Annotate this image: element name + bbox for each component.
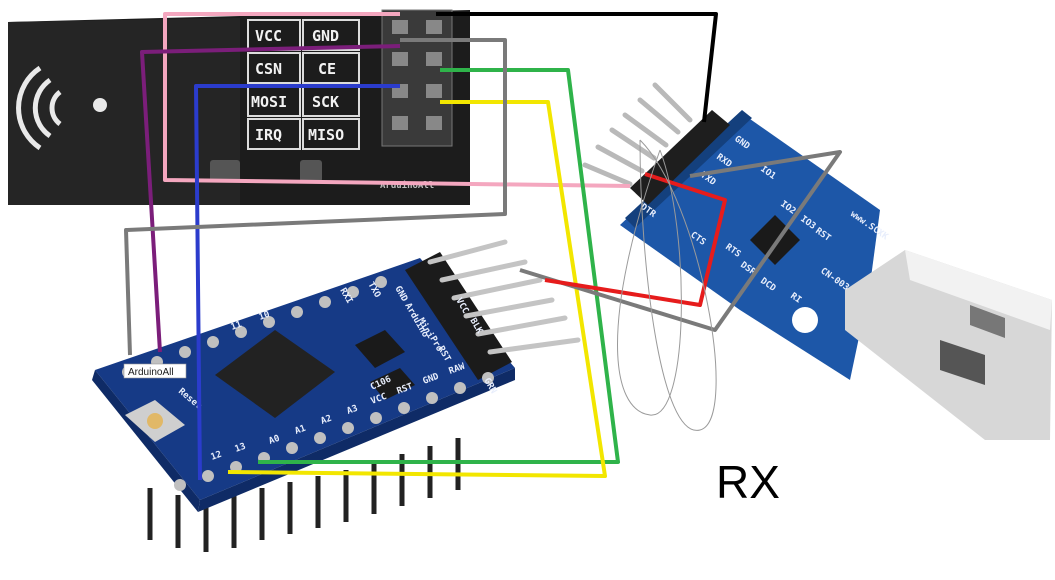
bottom-label-a0: A0 xyxy=(268,434,282,447)
mosi-wire xyxy=(194,84,400,481)
pin-label-ce: CE xyxy=(318,60,336,78)
usb-plug xyxy=(845,250,1052,440)
pin-label-13: 13 xyxy=(234,442,248,455)
watermark-text: ArduinoAll xyxy=(128,367,174,378)
wireless-dot xyxy=(93,98,107,112)
wireless-icon xyxy=(16,65,62,151)
thin-wire-loop-2 xyxy=(617,149,682,416)
bottom-label-a3: A3 xyxy=(346,404,360,417)
gray-wire xyxy=(124,38,507,356)
pin-label-sck: SCK xyxy=(312,93,339,111)
arduino-side-pins xyxy=(427,239,581,355)
arduino-pro-mini: Reset C106 Arduino Mini Pro GND RST RXI … xyxy=(92,239,581,552)
pin-label-12: 12 xyxy=(210,450,224,463)
pin-label-mosi: MOSI xyxy=(251,93,287,111)
reset-button xyxy=(125,400,185,442)
rf-board-text: ArduinoAll xyxy=(380,180,434,191)
gnd-wire xyxy=(436,12,718,123)
bottom-label-a2: A2 xyxy=(320,414,334,427)
gray-wire-adapter xyxy=(519,150,842,332)
thin-wire-loop xyxy=(639,139,717,431)
usb-header-pins xyxy=(582,82,693,187)
bottom-label-a1: A1 xyxy=(294,424,308,437)
pin-label-csn: CSN xyxy=(255,60,282,78)
pin-label-vcc: VCC xyxy=(255,27,282,45)
pin-label-miso: MISO xyxy=(308,126,344,144)
csn-wire xyxy=(140,44,401,353)
pin-label-11: 11 xyxy=(230,320,244,333)
usb-logo-icon xyxy=(792,307,818,333)
rf-module: VCC GND CSN CE MOSI SCK IRQ MISO Arduino… xyxy=(8,9,470,205)
rf-pin-header xyxy=(381,9,453,147)
pin-label-gnd: GND xyxy=(312,27,339,45)
diagram-title: RX xyxy=(716,456,780,508)
wires xyxy=(124,12,842,481)
usb-ttl-adapter: CN-003 www.SCXK GND RXD TXD CTS DTR IO1 … xyxy=(582,82,1052,440)
pin-label-10: 10 xyxy=(258,310,272,323)
watermark-tag xyxy=(123,363,187,379)
rx-tx-wire xyxy=(544,172,727,307)
pin-label-irq: IRQ xyxy=(255,126,282,144)
vcc-wire xyxy=(163,12,631,188)
